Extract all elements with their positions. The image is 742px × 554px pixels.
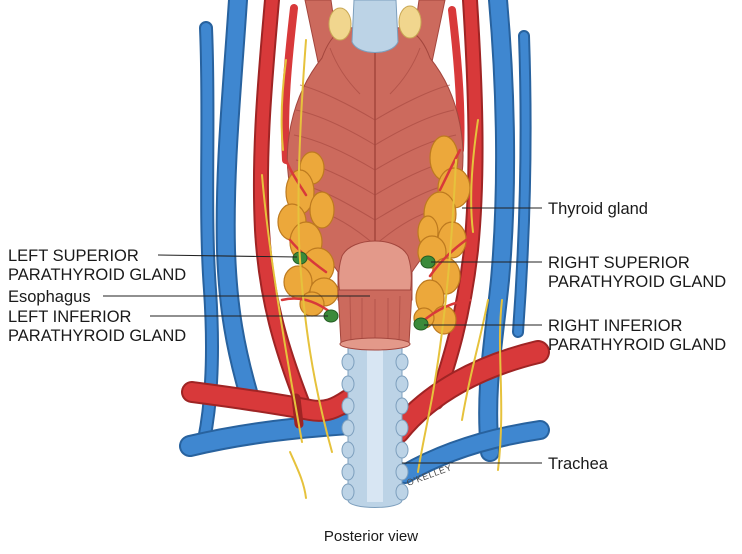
trachea-highlight — [367, 350, 383, 502]
nerve — [289, 451, 307, 499]
left-jugular-vein — [217, 0, 256, 400]
nerve — [417, 159, 457, 473]
muscle-fiber — [389, 47, 421, 95]
right-inferior-parathyroid — [413, 317, 429, 331]
trachea — [341, 345, 409, 508]
nerve — [461, 299, 489, 421]
left-subclavian-artery — [183, 383, 357, 420]
leader-lines — [103, 207, 542, 464]
right-subclavian-artery — [388, 342, 548, 442]
trachea-ring — [341, 375, 355, 393]
label-right-superior-line1: RIGHT SUPERIOR — [548, 254, 690, 272]
trachea-ring — [395, 397, 409, 415]
right-superior-thyroid-artery — [438, 148, 462, 192]
trachea-ring — [395, 353, 409, 371]
muscle-fiber — [295, 109, 376, 146]
figure-caption: Posterior view — [324, 528, 418, 545]
trachea-ring — [341, 419, 355, 437]
label-left-superior-line1: LEFT SUPERIOR — [8, 247, 139, 265]
leader-left-superior-parathyroid — [157, 254, 298, 258]
left-external-carotid-artery — [281, 4, 298, 164]
upper-structures — [328, 0, 422, 53]
veins — [179, 0, 550, 484]
epiglottis — [351, 0, 399, 53]
label-esophagus: Esophagus — [8, 288, 91, 306]
left-subclavian-vein — [181, 415, 359, 455]
trachea-ring — [341, 463, 355, 481]
label-right-inferior-line1: RIGHT INFERIOR — [548, 317, 683, 335]
label-left-inferior-line1: LEFT INFERIOR — [8, 308, 132, 326]
label-thyroid-gland: Thyroid gland — [548, 200, 648, 218]
trachea-ring — [395, 441, 409, 459]
trachea-ring — [341, 483, 355, 501]
trachea-ring — [395, 483, 409, 501]
nerve — [470, 119, 479, 233]
muscle-fiber — [293, 134, 376, 171]
arteries — [181, 0, 550, 444]
label-trachea: Trachea — [548, 455, 609, 473]
left-hyoid-horn — [328, 7, 352, 41]
nerve — [497, 299, 503, 471]
trachea-ring — [341, 353, 355, 371]
trachea-ring — [395, 419, 409, 437]
trachea-ring — [395, 463, 409, 481]
right-carotid-artery — [430, 0, 482, 408]
label-left-inferior-line2: PARATHYROID GLAND — [8, 327, 186, 345]
right-thyroid-artery-branch — [428, 238, 468, 278]
esophagus — [337, 289, 413, 351]
label-left-superior-line2: PARATHYROID GLAND — [8, 266, 186, 284]
left-carotid-artery — [254, 0, 308, 408]
trachea-ring — [341, 397, 355, 415]
trachea-ring — [395, 375, 409, 393]
label-right-inferior-line2: PARATHYROID GLAND — [548, 336, 726, 354]
muscle-fiber — [374, 109, 455, 146]
esophagus-fiber — [349, 295, 352, 343]
right-hyoid-horn — [398, 5, 422, 39]
nerve — [280, 59, 287, 151]
trachea-ring — [341, 441, 355, 459]
right-subclavian-vein — [397, 422, 548, 482]
label-right-superior-line2: PARATHYROID GLAND — [548, 273, 726, 291]
esophagus-fiber — [398, 295, 401, 343]
esophagus-rim — [339, 337, 411, 351]
nerves — [261, 39, 503, 499]
muscle-fiber — [299, 84, 376, 121]
muscle-fiber — [374, 84, 451, 121]
nerve — [261, 174, 303, 443]
muscle-fiber — [329, 47, 361, 95]
thyroid-lobule — [309, 191, 335, 229]
left-inferior-thyroid-artery — [280, 297, 332, 314]
left-superior-thyroid-artery — [284, 158, 308, 197]
right-lateral-vein — [514, 32, 530, 336]
labels: LEFT SUPERIOR PARATHYROID GLAND Esophagu… — [8, 200, 726, 473]
right-jugular-vein — [480, 0, 514, 460]
nerve — [297, 39, 333, 453]
